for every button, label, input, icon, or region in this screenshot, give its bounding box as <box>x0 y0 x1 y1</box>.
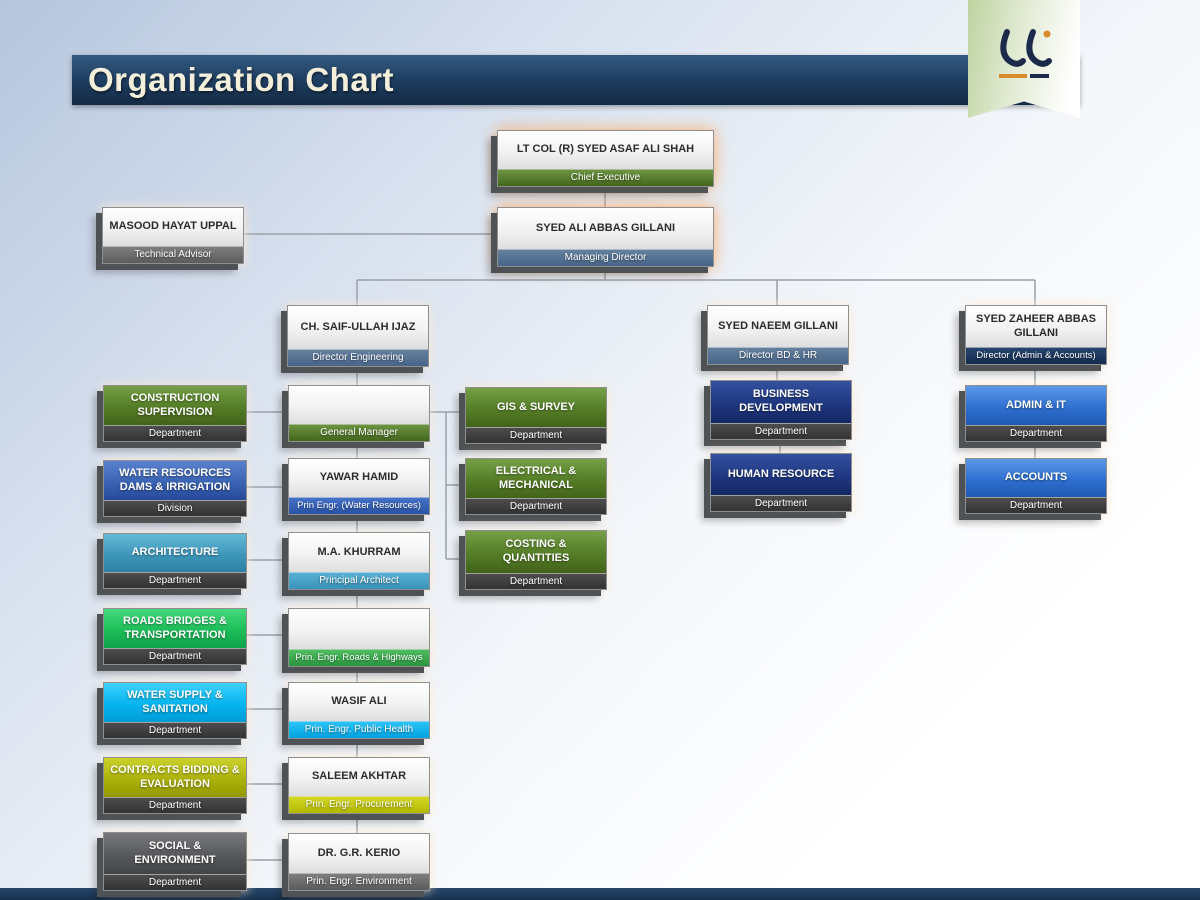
role-band: Prin. Engr. Environment <box>289 873 429 890</box>
role-band: Director BD & HR <box>708 347 848 364</box>
department-type-band: Department <box>466 427 606 443</box>
department-name: COSTING & QUANTITIES <box>466 531 606 573</box>
org-node-dept-admin-it: ADMIN & IT Department <box>965 385 1107 442</box>
org-node-prin-engr-public-health: WASIF ALI Prin. Engr. Public Health <box>288 682 430 739</box>
role-band: Prin. Engr. Public Health <box>289 721 429 738</box>
department-name: CONTRACTS BIDDING & EVALUATION <box>104 758 246 797</box>
person-name: DR. G.R. KERIO <box>289 834 429 873</box>
department-name: WATER RESOURCES DAMS & IRRIGATION <box>104 461 246 500</box>
org-node-dept-water-supply: WATER SUPPLY & SANITATION Department <box>103 682 247 739</box>
org-node-dept-accounts: ACCOUNTS Department <box>965 458 1107 514</box>
department-type-band: Department <box>966 425 1106 441</box>
org-node-prin-engr-environment: DR. G.R. KERIO Prin. Engr. Environment <box>288 833 430 891</box>
department-name: SOCIAL & ENVIRONMENT <box>104 833 246 874</box>
org-node-director-admin-accounts: SYED ZAHEER ABBAS GILLANI Director (Admi… <box>965 305 1107 365</box>
corner-ribbon <box>968 0 1080 118</box>
person-name: M.A. KHURRAM <box>289 533 429 572</box>
role-band: Chief Executive <box>498 169 713 186</box>
department-type-band: Department <box>104 874 246 890</box>
org-node-dept-roads-bridges: ROADS BRIDGES & TRANSPORTATION Departmen… <box>103 608 247 665</box>
org-node-dept-construction-supervision: CONSTRUCTION SUPERVISION Department <box>103 385 247 442</box>
org-node-chief-executive: LT COL (R) SYED ASAF ALI SHAH Chief Exec… <box>497 130 714 187</box>
department-name: GIS & SURVEY <box>466 388 606 427</box>
org-node-dept-architecture: ARCHITECTURE Department <box>103 533 247 589</box>
page-title: Organization Chart <box>88 61 395 98</box>
department-name: ROADS BRIDGES & TRANSPORTATION <box>104 609 246 648</box>
org-node-principal-architect: M.A. KHURRAM Principal Architect <box>288 532 430 590</box>
department-name: ARCHITECTURE <box>104 534 246 572</box>
footer-bar <box>0 888 1200 900</box>
org-node-dept-water-resources: WATER RESOURCES DAMS & IRRIGATION Divisi… <box>103 460 247 517</box>
org-node-dept-electrical-mechanical: ELECTRICAL & MECHANICAL Department <box>465 458 607 515</box>
org-node-dept-costing-quantities: COSTING & QUANTITIES Department <box>465 530 607 590</box>
department-type-band: Department <box>104 797 246 813</box>
org-node-managing-director: SYED ALI ABBAS GILLANI Managing Director <box>497 207 714 267</box>
department-name: ACCOUNTS <box>966 459 1106 497</box>
department-name: BUSINESS DEVELOPMENT <box>711 381 851 423</box>
org-node-director-engineering: CH. SAIF-ULLAH IJAZ Director Engineering <box>287 305 429 367</box>
department-type-band: Department <box>711 495 851 511</box>
org-node-technical-advisor: MASOOD HAYAT UPPAL Technical Advisor <box>102 207 244 264</box>
role-band: Prin Engr. (Water Resources) <box>289 497 429 514</box>
person-name: SALEEM AKHTAR <box>289 758 429 796</box>
org-node-prin-engr-water-resources: YAWAR HAMID Prin Engr. (Water Resources) <box>288 458 430 515</box>
company-logo-icon <box>999 29 1052 78</box>
department-type-band: Department <box>104 572 246 588</box>
org-node-prin-engr-procurement: SALEEM AKHTAR Prin. Engr. Procurement <box>288 757 430 814</box>
org-node-dept-business-development: BUSINESS DEVELOPMENT Department <box>710 380 852 440</box>
department-name: WATER SUPPLY & SANITATION <box>104 683 246 722</box>
org-node-general-manager: General Manager <box>288 385 430 442</box>
person-name: SYED NAEEM GILLANI <box>708 306 848 347</box>
role-band: Managing Director <box>498 249 713 266</box>
department-type-band: Department <box>104 722 246 738</box>
org-node-director-bd-hr: SYED NAEEM GILLANI Director BD & HR <box>707 305 849 365</box>
person-name: LT COL (R) SYED ASAF ALI SHAH <box>498 131 713 169</box>
person-name: SYED ZAHEER ABBAS GILLANI <box>966 306 1106 347</box>
department-type-band: Department <box>466 573 606 589</box>
org-node-dept-human-resource: HUMAN RESOURCE Department <box>710 453 852 512</box>
role-band: Director (Admin & Accounts) <box>966 347 1106 364</box>
department-type-band: Department <box>711 423 851 439</box>
role-band: Technical Advisor <box>103 246 243 263</box>
department-name: HUMAN RESOURCE <box>711 454 851 495</box>
role-band: Director Engineering <box>288 349 428 366</box>
person-name: CH. SAIF-ULLAH IJAZ <box>288 306 428 349</box>
title-banner: Organization Chart <box>72 55 1080 105</box>
person-name <box>289 386 429 424</box>
person-name: MASOOD HAYAT UPPAL <box>103 208 243 246</box>
person-name: WASIF ALI <box>289 683 429 721</box>
role-band: Prin. Engr. Roads & Highways <box>289 649 429 666</box>
department-type-band: Department <box>466 498 606 514</box>
org-node-dept-gis-survey: GIS & SURVEY Department <box>465 387 607 444</box>
role-band: Principal Architect <box>289 572 429 589</box>
org-node-dept-social-environment: SOCIAL & ENVIRONMENT Department <box>103 832 247 891</box>
org-node-dept-contracts-bidding: CONTRACTS BIDDING & EVALUATION Departmen… <box>103 757 247 814</box>
department-type-band: Division <box>104 500 246 516</box>
department-name: ADMIN & IT <box>966 386 1106 425</box>
person-name: SYED ALI ABBAS GILLANI <box>498 208 713 249</box>
department-name: ELECTRICAL & MECHANICAL <box>466 459 606 498</box>
role-band: General Manager <box>289 424 429 441</box>
department-name: CONSTRUCTION SUPERVISION <box>104 386 246 425</box>
org-node-prin-engr-roads-highways: Prin. Engr. Roads & Highways <box>288 608 430 667</box>
person-name: YAWAR HAMID <box>289 459 429 497</box>
department-type-band: Department <box>104 648 246 664</box>
department-type-band: Department <box>104 425 246 441</box>
role-band: Prin. Engr. Procurement <box>289 796 429 813</box>
person-name <box>289 609 429 649</box>
department-type-band: Department <box>966 497 1106 513</box>
